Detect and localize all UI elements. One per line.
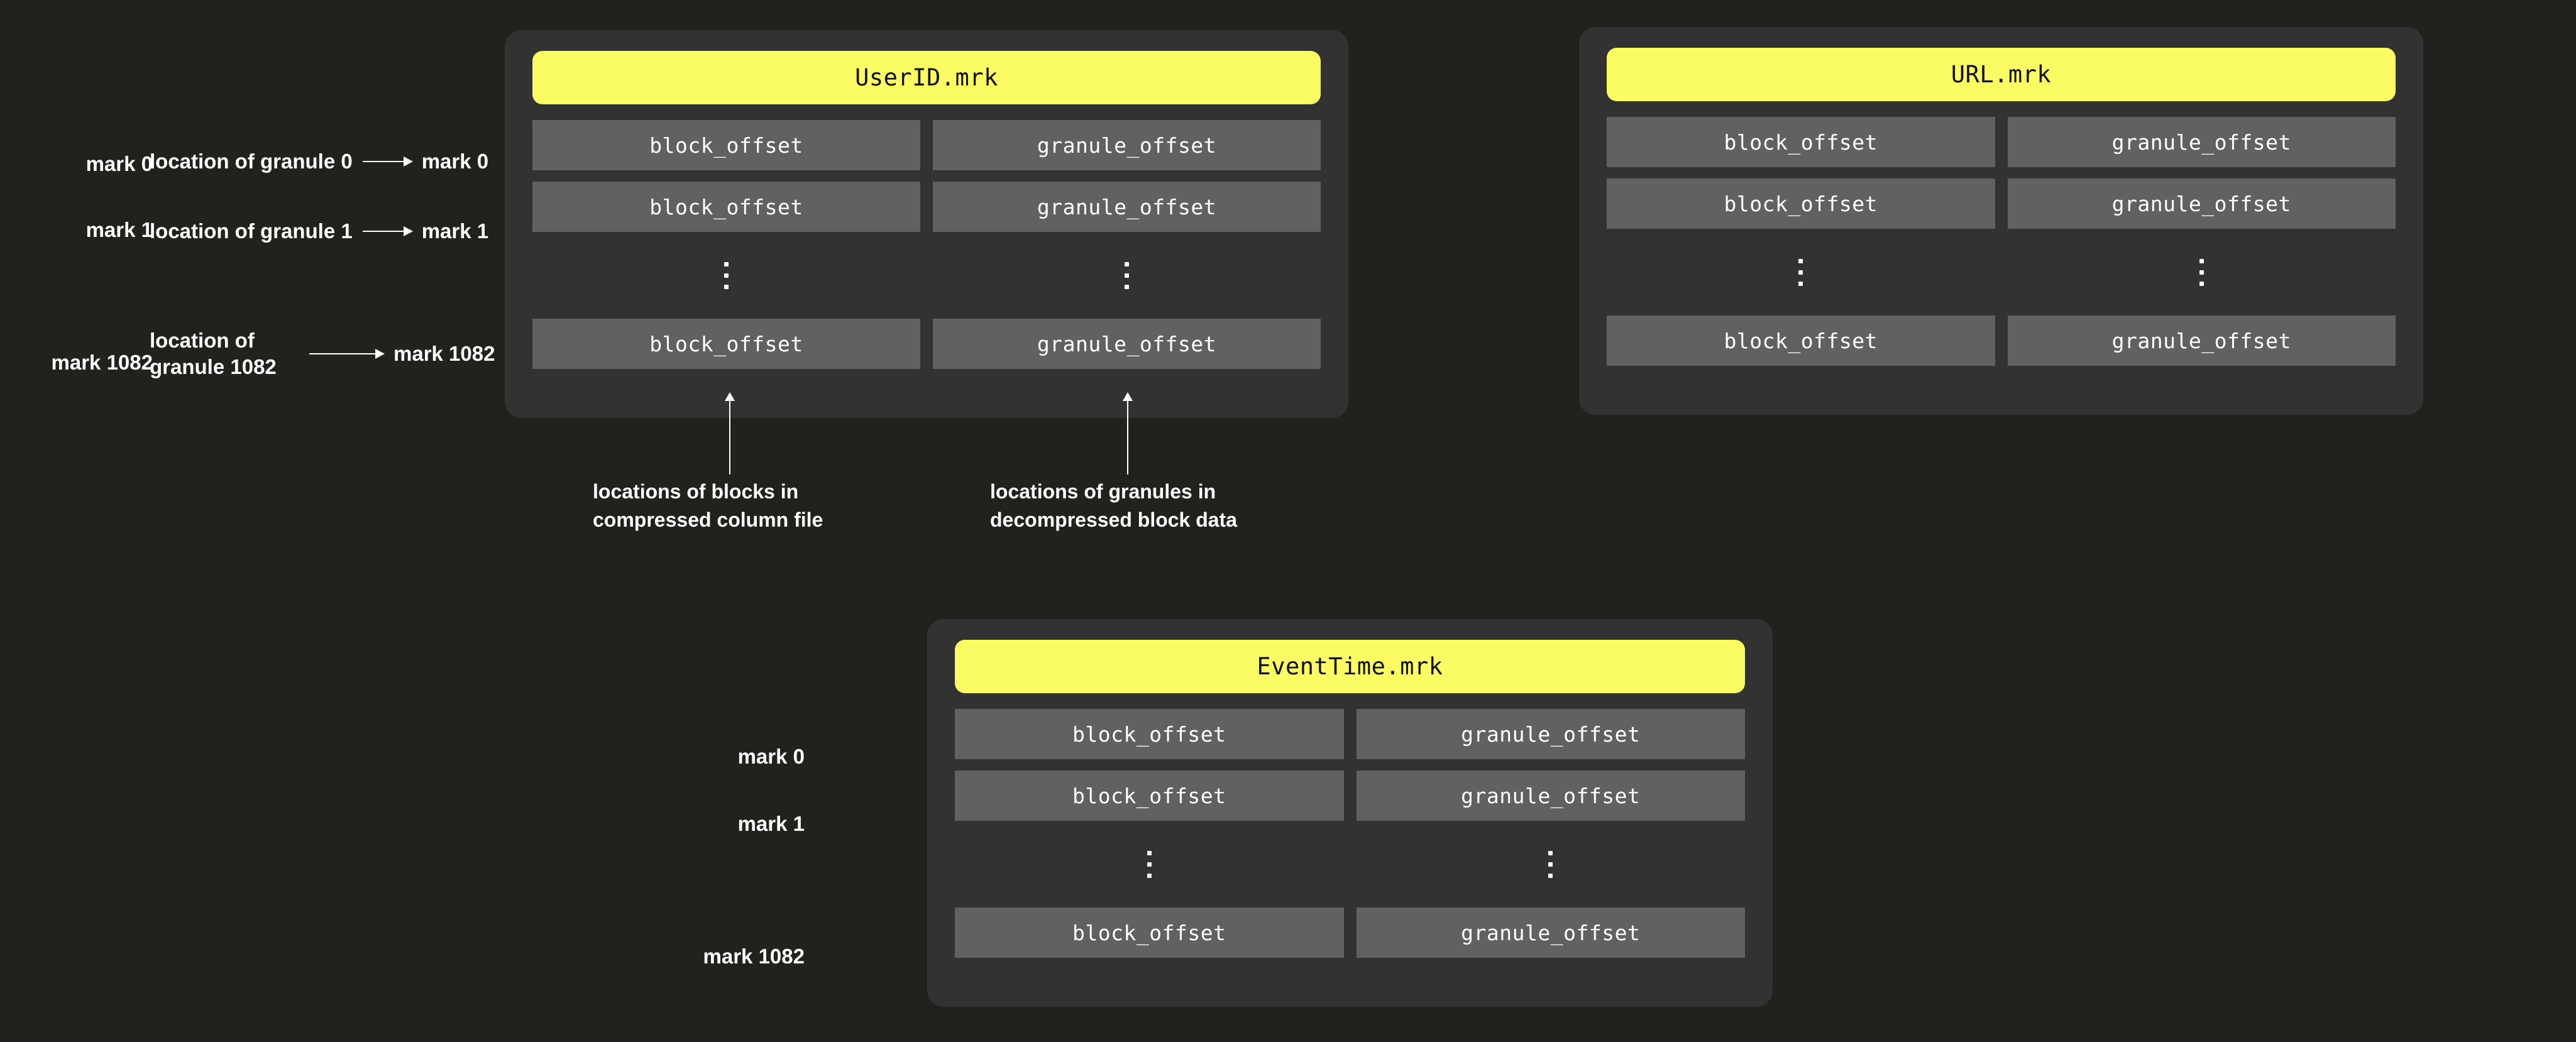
callout-granules: locations of granules in decompressed bl… (990, 480, 1238, 532)
callout-blocks: locations of blocks in compressed column… (593, 480, 823, 532)
mrk-card-eventtime: EventTime.mrk block_offset granule_offse… (927, 619, 1773, 1007)
granule-annotation-text: location of granule 0 (150, 150, 353, 173)
cell-granule-offset: granule_offset (933, 319, 1321, 369)
mark-label-url-1: mark 1 (85, 218, 153, 241)
mark-row: block_offset granule_offset (532, 120, 1321, 170)
arrow-up-icon-granules (1123, 392, 1133, 474)
cell-block-offset: block_offset (532, 182, 920, 232)
card-title-eventtime: EventTime.mrk (955, 640, 1745, 693)
mark-row: block_offset granule_offset (1607, 178, 2396, 229)
ellipsis-block-column (1607, 240, 1995, 304)
ellipsis-granule-column (933, 243, 1321, 307)
cell-block-offset: block_offset (955, 771, 1344, 821)
mark-row: block_offset granule_offset (1607, 315, 2396, 366)
mark-label-eventtime-1: mark 1 (737, 812, 805, 835)
vertical-ellipsis-icon (1548, 850, 1553, 878)
mark-row: block_offset granule_offset (955, 908, 1745, 958)
vertical-ellipsis-icon (1147, 850, 1152, 878)
ellipsis-row (1607, 240, 2396, 304)
cell-granule-offset: granule_offset (2007, 117, 2396, 167)
ellipsis-block-column (532, 243, 920, 307)
cell-granule-offset: granule_offset (1356, 709, 1745, 759)
mark-row: block_offset granule_offset (1607, 117, 2396, 167)
arrow-up-icon-blocks (725, 392, 735, 474)
cell-block-offset: block_offset (1607, 315, 1995, 366)
ellipsis-granule-column (2008, 240, 2396, 304)
cell-granule-offset: granule_offset (2007, 178, 2396, 229)
granule-annotation-0: location of granule 0 mark 0 (150, 148, 488, 175)
granule-annotation-text: location of granule 1082 (150, 329, 277, 379)
vertical-ellipsis-icon (724, 261, 729, 289)
card-title-url: URL.mrk (1607, 48, 2396, 101)
cell-block-offset: block_offset (532, 319, 920, 369)
cell-granule-offset: granule_offset (1356, 771, 1745, 821)
granule-annotation-1082: location of granule 1082 mark 1082 (150, 327, 495, 380)
cell-block-offset: block_offset (1607, 117, 1995, 167)
mark-label-userid-0: mark 0 (421, 150, 489, 173)
cell-block-offset: block_offset (532, 120, 920, 170)
ellipsis-block-column (955, 832, 1344, 896)
mark-label-userid-1: mark 1 (421, 219, 489, 243)
cell-block-offset: block_offset (1607, 178, 1995, 229)
mark-label-url-0: mark 0 (85, 152, 153, 175)
arrow-right-icon (362, 156, 413, 167)
vertical-ellipsis-icon (2199, 258, 2204, 286)
cell-block-offset: block_offset (955, 908, 1344, 958)
granule-annotation-text: location of granule 1 (150, 219, 353, 243)
mark-label-eventtime-1082: mark 1082 (703, 945, 805, 968)
ellipsis-row (955, 832, 1745, 896)
mark-row: block_offset granule_offset (532, 182, 1321, 232)
cell-block-offset: block_offset (955, 709, 1344, 759)
arrow-right-icon (362, 226, 413, 237)
mark-label-userid-1082: mark 1082 (394, 342, 495, 366)
granule-annotation-1: location of granule 1 mark 1 (150, 218, 488, 244)
mark-row: block_offset granule_offset (955, 709, 1745, 759)
cell-granule-offset: granule_offset (933, 182, 1321, 232)
cell-granule-offset: granule_offset (1356, 908, 1745, 958)
arrow-right-icon (309, 349, 385, 359)
mrk-card-url: URL.mrk block_offset granule_offset bloc… (1579, 27, 2423, 415)
mark-row: block_offset granule_offset (532, 319, 1321, 369)
card-title-userid: UserID.mrk (532, 51, 1321, 104)
mrk-card-userid: UserID.mrk block_offset granule_offset b… (505, 30, 1348, 418)
cell-granule-offset: granule_offset (2007, 315, 2396, 366)
vertical-ellipsis-icon (1125, 261, 1129, 289)
mark-label-url-1082: mark 1082 (51, 351, 153, 374)
ellipsis-granule-column (1357, 832, 1746, 896)
ellipsis-row (532, 243, 1321, 307)
vertical-ellipsis-icon (1798, 258, 1803, 286)
mark-label-eventtime-0: mark 0 (737, 745, 805, 768)
cell-granule-offset: granule_offset (933, 120, 1321, 170)
mark-row: block_offset granule_offset (955, 771, 1745, 821)
